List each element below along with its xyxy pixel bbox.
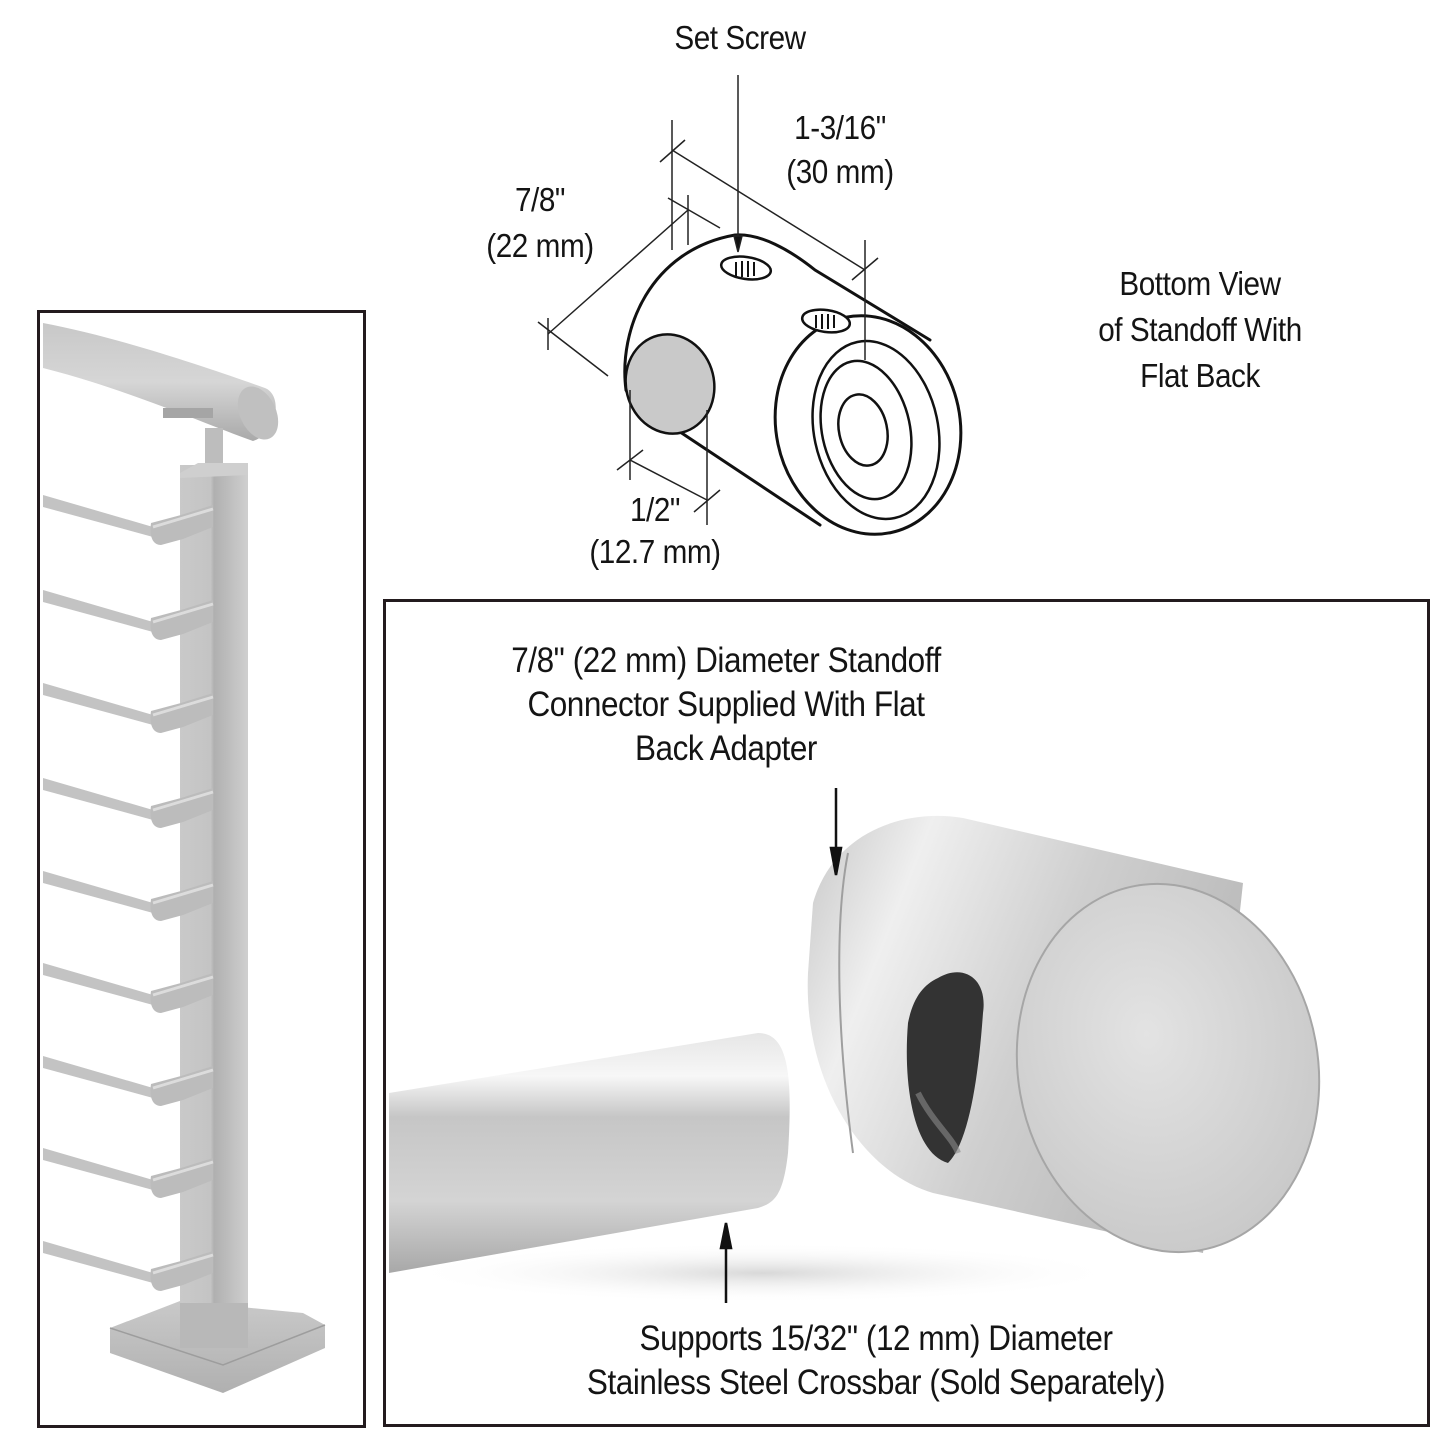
hole-inch-label: 1/2": [629, 491, 681, 528]
railing-post-illustration: [41, 323, 326, 1393]
diameter-mm-label: (22 mm): [486, 227, 594, 264]
railing-illustration-panel: [37, 310, 366, 1428]
diameter-inch-label: 7/8": [514, 181, 566, 218]
length-mm-label: (30 mm): [786, 153, 894, 190]
standoff-caption-line3: Back Adapter: [635, 729, 817, 768]
standoff-photo-illustration: [389, 788, 1321, 1303]
standoff-caption-line1: 7/8" (22 mm) Diameter Standoff: [511, 641, 941, 680]
crossbar-caption-line2: Stainless Steel Crossbar (Sold Separatel…: [586, 1363, 1166, 1402]
standoff-line-drawing: [537, 75, 963, 536]
set-screw-label: Set Screw: [674, 19, 806, 56]
crossbar-caption-line1: Supports 15/32" (12 mm) Diameter: [639, 1319, 1113, 1358]
length-inch-label: 1-3/16": [794, 109, 886, 146]
bottom-view-caption-line1: Bottom View: [1119, 265, 1281, 302]
bottom-view-caption-line2: of Standoff With: [1098, 311, 1302, 348]
standoff-caption-line2: Connector Supplied With Flat: [527, 685, 925, 724]
bore-hole: [624, 333, 716, 435]
product-photo-panel: 7/8" (22 mm) Diameter Standoff Connector…: [383, 599, 1430, 1427]
bottom-view-caption-line3: Flat Back: [1140, 357, 1260, 394]
hole-mm-label: (12.7 mm): [589, 533, 721, 570]
